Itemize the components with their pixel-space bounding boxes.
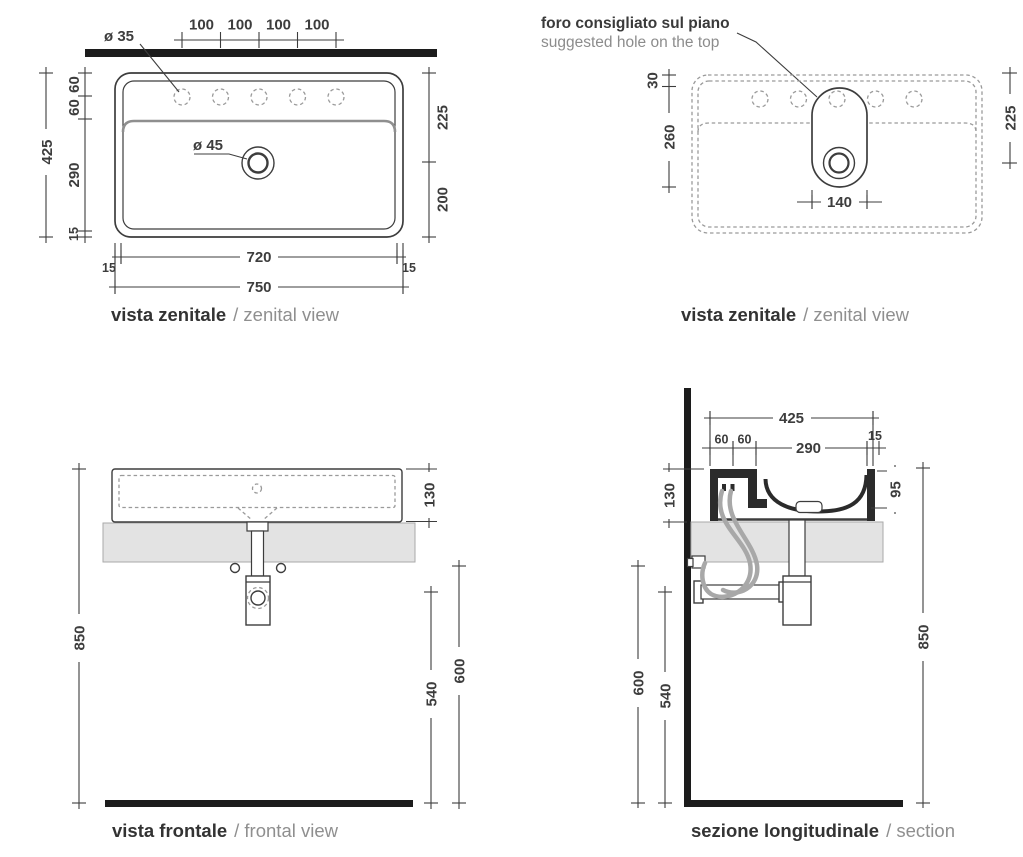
- basin-dashed-outline: [691, 74, 983, 234]
- dim-label-95: 95: [887, 481, 904, 498]
- dim-label-850: 850: [71, 625, 88, 650]
- dim-bowl-depth-95: 95: [871, 465, 904, 514]
- wall-bar: [85, 49, 437, 57]
- floor-bar: [684, 800, 903, 807]
- dim-label-225: 225: [434, 105, 451, 130]
- drain-hole: [241, 146, 275, 180]
- view-section: 425 60 60 290 15 130: [630, 388, 955, 841]
- dim-right-225: 225: [1002, 67, 1019, 169]
- caption-zenital-right: vista zenitale/ zenital view: [681, 304, 910, 325]
- supply-hose-1: [700, 488, 753, 600]
- dim-label-60a: 60: [66, 76, 83, 93]
- dim-left-chain: 30 260: [644, 69, 678, 193]
- dim-hole-spacing: 100 100 100 100: [174, 17, 344, 48]
- dim-label-260: 260: [661, 124, 678, 149]
- dim-label-130: 130: [421, 482, 438, 507]
- dim-label-100-4: 100: [304, 17, 329, 34]
- dim-label-15-left: 15: [102, 261, 116, 275]
- dim-label-290: 290: [66, 162, 83, 187]
- dim-label-425: 425: [779, 410, 804, 427]
- dim-label-720: 720: [246, 249, 271, 266]
- suggested-hole-outline: [811, 87, 868, 188]
- dim-total-850: 850: [71, 463, 88, 809]
- note-italian: foro consigliato sul piano: [541, 15, 730, 32]
- note-leader-line: [736, 32, 818, 98]
- tap-holes-dashed: [751, 90, 923, 108]
- dim-label-100-3: 100: [266, 17, 291, 34]
- dim-top-chain: 60 60 290 15: [702, 429, 886, 466]
- dim-label-750: 750: [246, 279, 271, 296]
- basin-hidden-lines: [118, 474, 396, 521]
- dim-label-100-2: 100: [227, 17, 252, 34]
- dim-label-15: 15: [67, 227, 81, 241]
- dim-label-15-right: 15: [402, 261, 416, 275]
- dim-label-drain-dia: ø 45: [193, 137, 223, 154]
- note-english: suggested hole on the top: [541, 34, 719, 51]
- drain-hole: [822, 146, 856, 180]
- dim-label-540: 540: [657, 683, 674, 708]
- caption-section: sezione longitudinale/ section: [691, 820, 955, 841]
- dim-label-425: 425: [39, 139, 56, 164]
- drain-plumbing: [229, 521, 287, 626]
- dim-trap-540: 540: [657, 586, 674, 808]
- dim-label-225: 225: [1002, 105, 1019, 130]
- dim-label-290: 290: [796, 440, 821, 457]
- dim-label-850: 850: [915, 624, 932, 649]
- callout-hole-diameter: ø 35: [104, 28, 180, 93]
- dim-left-chain: 60 60 290 15: [66, 67, 92, 243]
- fixing-bolt-right: [275, 562, 287, 574]
- dim-bottom-widths: 720 15 15 750: [102, 243, 416, 296]
- dim-label-15: 15: [868, 429, 882, 443]
- center-tap-hole-dashed: [828, 90, 846, 108]
- siphon-body: [245, 575, 271, 626]
- dim-label-60a: 60: [715, 433, 729, 447]
- drain-pipe: [788, 519, 806, 577]
- basin-front-outline: [111, 468, 403, 523]
- dim-depth-425: 425: [704, 409, 879, 466]
- dim-trap-540: 540: [423, 586, 440, 809]
- dim-label-540: 540: [423, 681, 440, 706]
- dim-label-200: 200: [434, 187, 451, 212]
- bottle-trap: [782, 575, 812, 626]
- dim-basin-height-130: 130: [661, 463, 704, 528]
- view-zenital-left: 100 100 100 100 ø 35 ø 45 425: [38, 17, 451, 325]
- caption-frontal: vista frontale/ frontal view: [112, 820, 339, 841]
- wall-bar: [684, 388, 691, 807]
- caption-zenital-left: vista zenitale/ zenital view: [111, 304, 340, 325]
- basin-top-outline: [114, 72, 404, 238]
- clicker-waste: [795, 500, 823, 514]
- tap-holes: [173, 88, 345, 106]
- dim-label-600: 600: [451, 658, 468, 683]
- dim-hole-width-140: 140: [797, 190, 882, 211]
- supply-hose-2: [720, 488, 760, 595]
- drain-plumbing: [686, 488, 823, 626]
- dim-basin-height-130: 130: [406, 463, 438, 528]
- dim-label-hole-dia: ø 35: [104, 28, 134, 45]
- dim-right-chain: 225 200: [422, 67, 451, 243]
- floor-bar: [105, 800, 413, 807]
- view-zenital-right: foro consigliato sul piano suggested hol…: [541, 15, 1019, 325]
- dim-label-60b: 60: [66, 99, 83, 116]
- dim-total-850: 850: [915, 462, 932, 808]
- counter-slab: [690, 521, 884, 563]
- dim-label-30: 30: [644, 72, 661, 89]
- dim-label-140: 140: [827, 194, 852, 211]
- dim-left-total: 425: [38, 67, 56, 243]
- fixing-bolt-left: [229, 562, 241, 574]
- dim-label-60b: 60: [738, 433, 752, 447]
- view-frontal: 850 130 600 540 vista frontale/ frontal …: [71, 463, 468, 841]
- dim-label-100-1: 100: [189, 17, 214, 34]
- callout-drain-diameter: ø 45: [193, 137, 248, 160]
- basin-section-profile: [710, 469, 875, 521]
- dim-slab-600: 600: [451, 560, 468, 809]
- dim-label-600: 600: [630, 670, 647, 695]
- dim-slab-600: 600: [630, 560, 647, 808]
- dim-label-130: 130: [661, 483, 678, 508]
